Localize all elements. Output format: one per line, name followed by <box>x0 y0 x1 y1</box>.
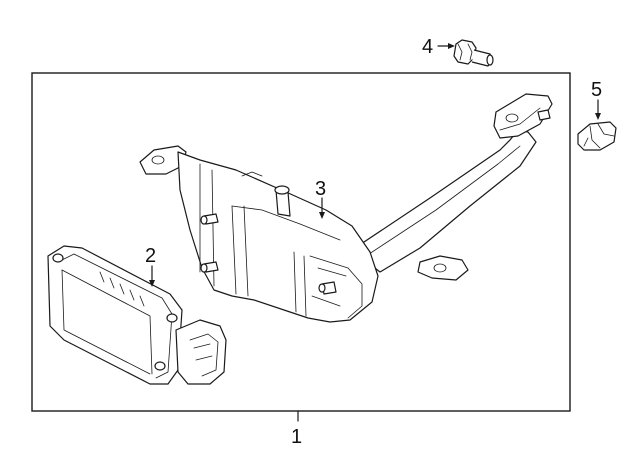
bracket-part[interactable] <box>139 93 553 323</box>
callout-2-arrowhead <box>149 280 155 287</box>
callout-1-number: 1 <box>291 426 302 448</box>
radar-module-part[interactable] <box>47 245 227 385</box>
callout-5-arrowhead <box>595 113 601 120</box>
clip-part[interactable] <box>577 121 617 151</box>
callout-3-arrowhead <box>319 212 325 219</box>
callout-4-arrowhead <box>448 43 455 49</box>
assembly-frame <box>31 72 571 412</box>
callout-2-number: 2 <box>145 245 156 267</box>
callout-5-number: 5 <box>591 79 602 101</box>
callout-3-number: 3 <box>315 178 326 200</box>
callout-4-number: 4 <box>422 36 433 58</box>
bolt-part[interactable] <box>453 39 494 67</box>
